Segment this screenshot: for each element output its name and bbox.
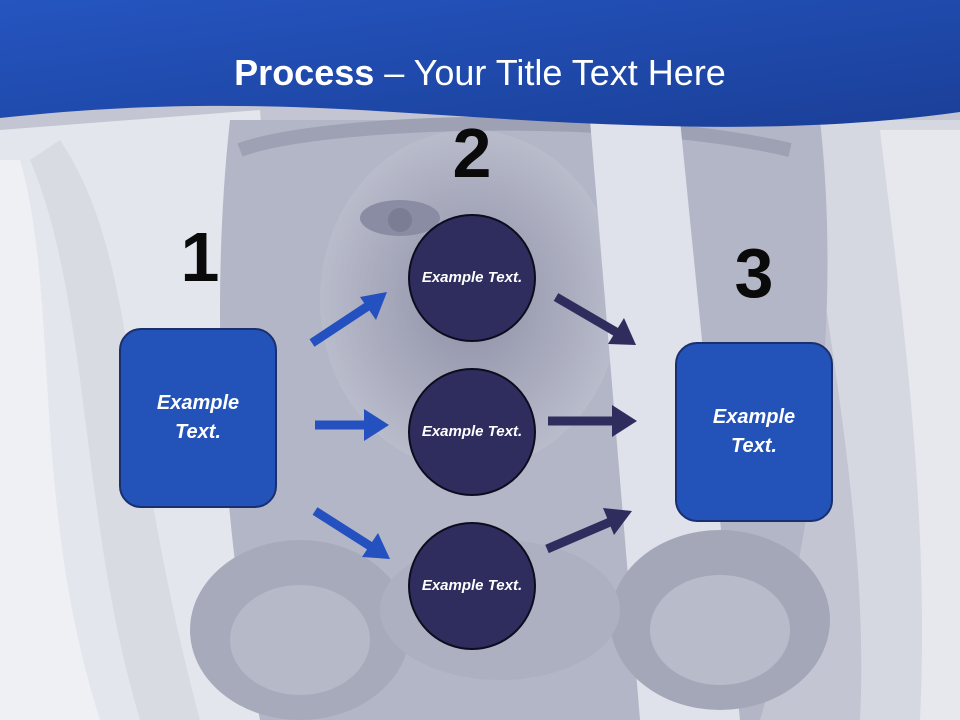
title-bold: Process — [234, 52, 375, 93]
arrow-icon — [545, 508, 632, 554]
title-band — [0, 0, 960, 127]
arrow-icon — [548, 405, 637, 437]
step-2-circle-top: Example Text. — [408, 214, 536, 342]
step-3-label: Example Text. — [712, 406, 796, 457]
arrow-icon — [553, 293, 636, 345]
circle-top-label: Example Text. — [421, 269, 523, 287]
slide-title: Process – Your Title Text Here — [0, 52, 960, 94]
step-1-box: Example Text. — [119, 328, 277, 508]
step-2-circle-middle: Example Text. — [408, 368, 536, 496]
step-number-3: 3 — [734, 234, 774, 312]
circle-bottom-label: Example Text. — [421, 577, 523, 595]
step-number-2: 2 — [452, 114, 492, 192]
arrow-icon — [312, 507, 390, 559]
arrow-icon — [315, 409, 389, 441]
title-rest: – Your Title Text Here — [374, 52, 726, 93]
step-number-1: 1 — [180, 218, 220, 296]
step-3-box: Example Text. — [675, 342, 833, 522]
arrow-icon — [309, 292, 387, 347]
step-2-circle-bottom: Example Text. — [408, 522, 536, 650]
circle-middle-label: Example Text. — [421, 423, 523, 441]
step-1-label: Example Text. — [156, 392, 240, 443]
